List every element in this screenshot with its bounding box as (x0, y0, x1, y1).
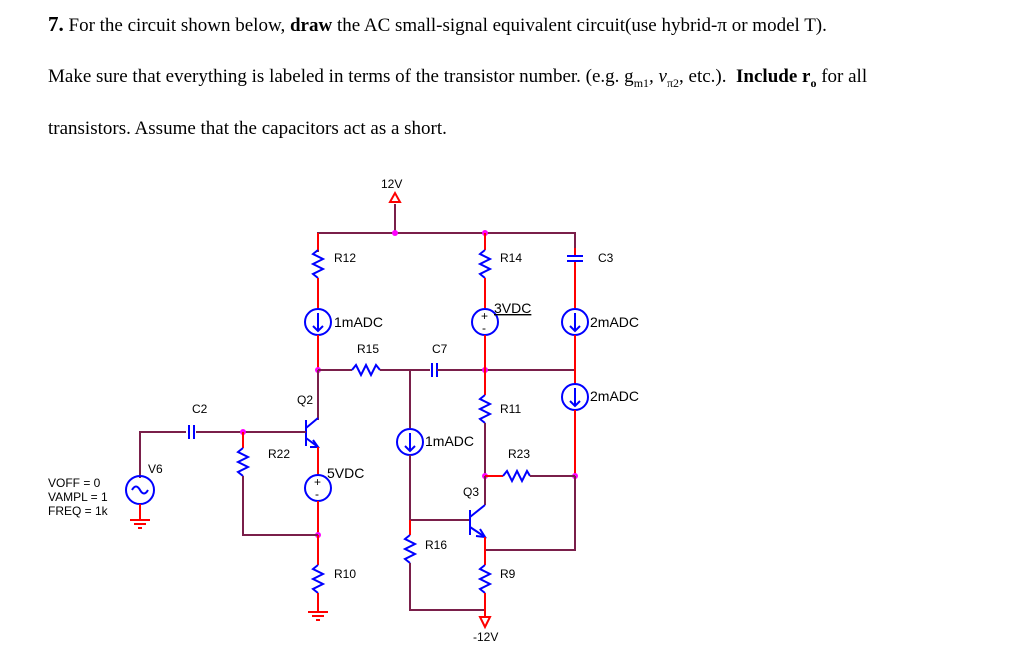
q3-label: Q3 (463, 485, 479, 499)
supply-12v-arrow-icon (388, 190, 402, 203)
source-label: 2mADC (590, 314, 639, 330)
source-label: 1mADC (425, 433, 474, 449)
r10-label: R10 (334, 567, 356, 581)
question-number: 7. (48, 12, 64, 36)
source-label: 5VDC (327, 465, 364, 481)
v6-param: FREQ = 1k (48, 504, 109, 518)
r14-label: R14 (500, 251, 522, 265)
resistor-r9 (477, 564, 493, 594)
svg-text:-: - (482, 321, 486, 335)
r15-label: R15 (357, 342, 379, 356)
resistor-r15 (351, 362, 381, 378)
wire-top-rail (317, 232, 576, 252)
r22-label: R22 (268, 447, 290, 461)
v6-param: VOFF = 0 (48, 476, 101, 490)
r16-label: R16 (425, 538, 447, 552)
v6-param: VAMPL = 1 (48, 490, 108, 504)
r9-label: R9 (500, 567, 516, 581)
supply-12v-label: 12V (381, 177, 402, 191)
c3-label: C3 (598, 251, 614, 265)
r12-label: R12 (334, 251, 356, 265)
svg-text:+: + (481, 309, 488, 323)
svg-text:-: - (315, 487, 319, 501)
question-line-3: transistors. Assume that the capacitors … (48, 118, 447, 139)
question-line-2: Make sure that everything is labeled in … (48, 66, 868, 90)
source-label: 3VDC (494, 300, 531, 316)
supply-neg-12v-arrow-icon (478, 616, 492, 630)
question-line-1: 7. For the circuit shown below, draw the… (48, 12, 827, 36)
resistor-r14 (477, 249, 493, 279)
node-dot (392, 230, 398, 236)
q2-label: Q2 (297, 393, 313, 407)
resistor-r16 (402, 534, 418, 564)
c2-label: C2 (192, 402, 208, 416)
svg-text:+: + (314, 475, 321, 489)
r23-label: R23 (508, 447, 530, 461)
resistor-r12 (310, 249, 326, 279)
v6-label: V6 (148, 462, 163, 476)
r11-label: R11 (500, 402, 521, 416)
resistor-r10 (310, 564, 326, 594)
source-label: 1mADC (334, 314, 383, 330)
resistor-r11 (477, 394, 493, 424)
resistor-r22 (235, 447, 251, 477)
source-label: 2mADC (590, 388, 639, 404)
c7-label: C7 (432, 342, 448, 356)
resistor-r23 (502, 468, 531, 484)
supply-neg-12v-label: -12V (473, 630, 498, 644)
